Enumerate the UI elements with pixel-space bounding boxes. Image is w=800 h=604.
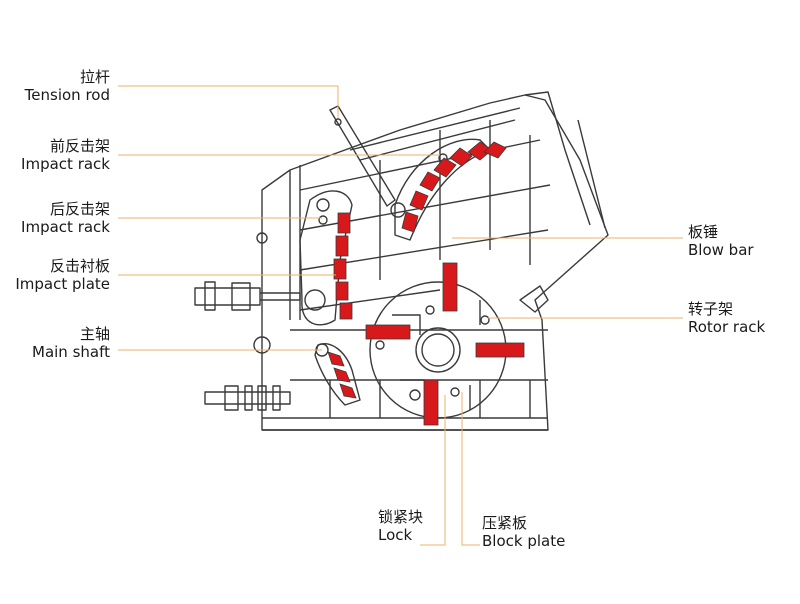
label-zh: 后反击架 <box>49 200 110 218</box>
lower-impact-rack <box>314 343 361 406</box>
label-main-shaft: 主轴 Main shaft <box>32 325 110 361</box>
blow-bar-right <box>475 342 525 358</box>
label-block-plate: 压紧板 Block plate <box>482 514 565 550</box>
leader-lines <box>118 85 683 546</box>
label-rear-impact-rack: 后反击架 Impact rack <box>21 200 110 236</box>
label-blow-bar: 板锤 Blow bar <box>688 223 754 259</box>
label-en: Block plate <box>482 532 566 550</box>
label-en: Tension rod <box>24 86 110 104</box>
label-en: Rotor rack <box>688 318 766 336</box>
label-en: Blow bar <box>688 241 754 259</box>
label-en: Impact rack <box>21 155 110 173</box>
lower-adjuster <box>204 385 291 411</box>
label-zh: 压紧板 <box>482 514 528 532</box>
label-zh: 锁紧块 <box>378 508 424 526</box>
blow-bar-bottom <box>423 379 439 426</box>
blow-bar-left <box>365 324 411 340</box>
label-rotor-rack: 转子架 Rotor rack <box>688 300 765 336</box>
wear-parts <box>327 141 525 426</box>
label-zh: 前反击架 <box>49 137 110 155</box>
label-tension-rod: 拉杆 Tension rod <box>25 68 110 104</box>
base-line <box>262 417 548 431</box>
label-zh: 反击衬板 <box>49 257 110 275</box>
label-en: Main shaft <box>32 343 110 361</box>
label-impact-plate: 反击衬板 Impact plate <box>15 257 110 293</box>
rear-impact-rack <box>299 190 353 326</box>
label-zh: 转子架 <box>688 300 734 318</box>
label-lock: 锁紧块 Lock <box>378 508 423 544</box>
label-zh: 板锤 <box>688 223 719 241</box>
label-zh: 拉杆 <box>79 68 110 86</box>
label-en: Impact rack <box>21 218 110 236</box>
label-zh: 主轴 <box>79 325 110 343</box>
upper-adjuster <box>194 281 301 311</box>
label-en: Impact plate <box>15 275 110 293</box>
label-front-impact-rack: 前反击架 Impact rack <box>21 137 110 173</box>
tension-rod-shape <box>329 105 396 207</box>
blow-bar-top <box>442 262 458 312</box>
label-en: Lock <box>378 526 413 544</box>
